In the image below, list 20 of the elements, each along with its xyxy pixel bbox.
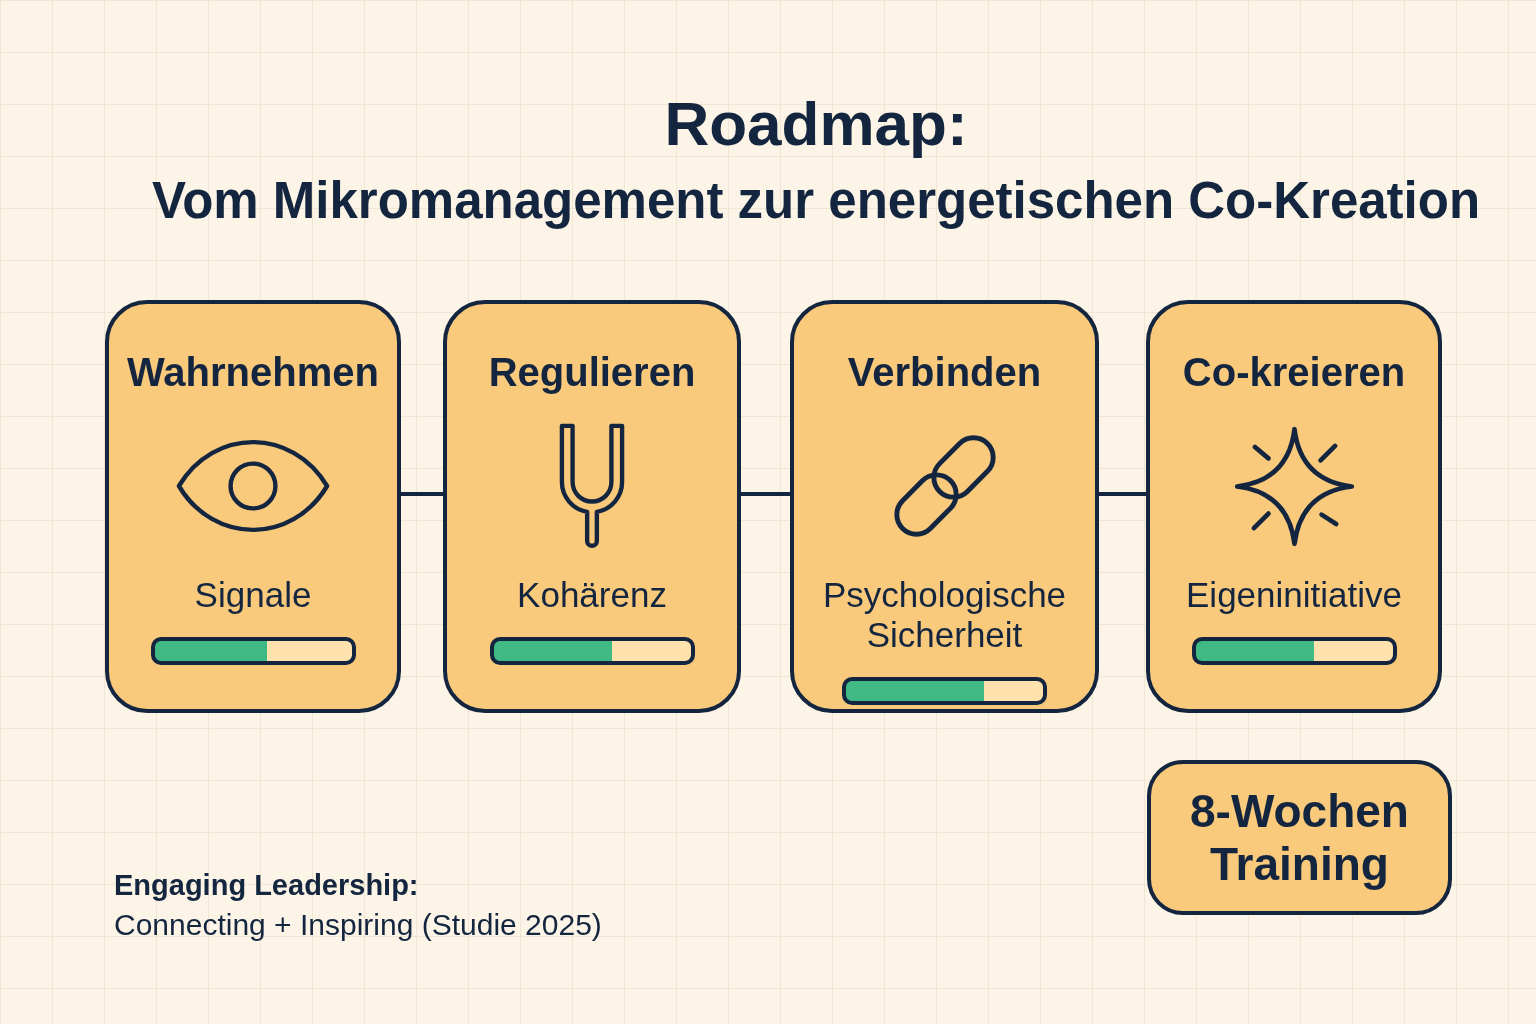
duration-text: 8-Wochen Training — [1189, 784, 1410, 891]
connector-line — [741, 492, 790, 497]
stage-subtitle: Eigeninitiative — [1186, 575, 1402, 615]
note-heading: Engaging Leadership: — [114, 868, 419, 903]
connector-line — [1099, 492, 1146, 497]
connector-line — [401, 492, 443, 497]
stage-subtitle: Signale — [194, 575, 312, 615]
stage-title: Regulieren — [488, 349, 696, 395]
note-text: Connecting + Inspiring (Studie 2025) — [114, 907, 602, 943]
stage-card — [1146, 300, 1442, 713]
stage-title: Co-kreieren — [1182, 349, 1406, 395]
title: Roadmap: Vom Mikromanagement zur energetischen Co-Kreation — [151, 88, 1481, 231]
stage-card — [105, 300, 401, 713]
stage-card — [790, 300, 1099, 713]
stage-subtitle: Psychologische Sicherheit — [821, 575, 1068, 655]
stage-title: Verbinden — [847, 349, 1042, 395]
duration-box — [1147, 760, 1452, 915]
stage-subtitle: Kohärenz — [517, 575, 667, 615]
stage-card — [443, 300, 741, 713]
stage-title: Wahrnehmen — [127, 349, 379, 395]
